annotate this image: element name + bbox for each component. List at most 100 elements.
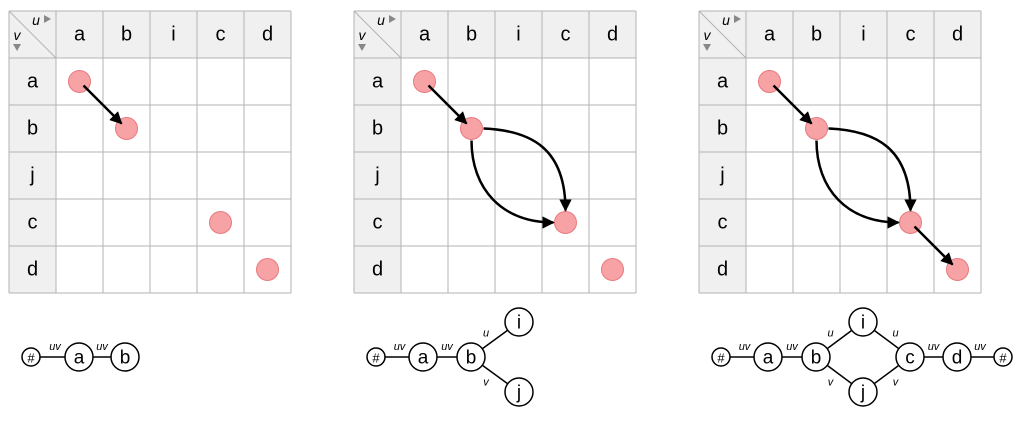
edge-label: v bbox=[828, 377, 835, 389]
edge-label: v bbox=[893, 377, 900, 389]
graph-node-label: j bbox=[516, 383, 521, 404]
row-header-b: b bbox=[27, 118, 38, 140]
graph-node-label: j bbox=[860, 383, 865, 404]
graph-node-label: # bbox=[27, 351, 35, 366]
graph-edge bbox=[481, 364, 509, 385]
graph-node-label: # bbox=[999, 351, 1007, 366]
row-header-b: b bbox=[372, 118, 383, 140]
corner-v-label: v bbox=[359, 27, 367, 43]
col-header-c: c bbox=[561, 24, 571, 46]
path-arrow bbox=[815, 140, 900, 229]
graph-node bbox=[753, 342, 783, 372]
col-header-a: a bbox=[74, 24, 86, 46]
graph-node-label: a bbox=[74, 348, 85, 369]
corner-diagonal bbox=[698, 10, 747, 59]
col-header-i: i bbox=[861, 24, 865, 46]
path-arrow bbox=[483, 127, 572, 212]
graph-node-label: a bbox=[418, 348, 429, 369]
graph-node bbox=[64, 342, 94, 372]
edge-label: uv bbox=[786, 341, 799, 353]
col-header-b: b bbox=[811, 24, 822, 46]
right-arrow-icon bbox=[44, 15, 51, 23]
corner-u-label: u bbox=[32, 12, 40, 28]
col-header-b: b bbox=[466, 24, 477, 46]
col-header-c: c bbox=[906, 24, 916, 46]
graph-node bbox=[504, 377, 534, 407]
path-arrow bbox=[427, 84, 468, 125]
corner-u-label: u bbox=[722, 12, 730, 28]
graph-edge bbox=[481, 329, 509, 350]
graph-node bbox=[993, 347, 1013, 367]
corner-v-label: v bbox=[14, 27, 22, 43]
edge-label: uv bbox=[739, 341, 752, 353]
graph-node-label: d bbox=[952, 348, 963, 369]
graph-node bbox=[21, 347, 41, 367]
edge-label: u bbox=[827, 328, 833, 340]
row-header-j: j bbox=[374, 165, 379, 187]
graph-node bbox=[848, 377, 878, 407]
col-header-d: d bbox=[607, 24, 618, 46]
edge-label: v bbox=[483, 377, 490, 389]
graph-edge bbox=[826, 364, 853, 385]
graph-node-label: i bbox=[517, 313, 521, 334]
row-header-d: d bbox=[372, 259, 383, 281]
graph-node-label: # bbox=[372, 351, 380, 366]
row-header-d: d bbox=[27, 259, 38, 281]
col-header-d: d bbox=[262, 24, 273, 46]
path-arrow bbox=[913, 225, 954, 266]
path-arrow bbox=[82, 84, 123, 125]
path-arrow bbox=[828, 127, 917, 212]
down-arrow-icon bbox=[13, 44, 21, 51]
row-header-a: a bbox=[372, 71, 384, 93]
col-header-c: c bbox=[216, 24, 226, 46]
graph-edge bbox=[873, 364, 900, 385]
graph-node bbox=[110, 342, 140, 372]
graph-node-label: a bbox=[763, 348, 774, 369]
col-header-d: d bbox=[952, 24, 963, 46]
edge-label: uv bbox=[96, 341, 109, 353]
path-arrow bbox=[772, 84, 813, 125]
match-dot bbox=[601, 258, 624, 281]
row-header-j: j bbox=[719, 165, 724, 187]
graph-node-label: b bbox=[466, 348, 477, 369]
edge-label: uv bbox=[928, 341, 941, 353]
match-dot bbox=[209, 211, 232, 234]
match-dot bbox=[554, 211, 577, 234]
col-header-i: i bbox=[171, 24, 175, 46]
row-header-a: a bbox=[717, 71, 729, 93]
path-arrow bbox=[470, 140, 555, 229]
graph-node-label: b bbox=[811, 348, 822, 369]
graph-node bbox=[801, 342, 831, 372]
graph-node bbox=[848, 307, 878, 337]
right-arrow-icon bbox=[734, 15, 741, 23]
graph-edge bbox=[826, 329, 853, 350]
corner-v-label: v bbox=[704, 27, 712, 43]
row-header-c: c bbox=[373, 212, 383, 234]
graph-node-label: b bbox=[120, 348, 131, 369]
col-header-a: a bbox=[764, 24, 776, 46]
corner-diagonal bbox=[8, 10, 57, 59]
col-header-i: i bbox=[516, 24, 520, 46]
edge-label: u bbox=[483, 328, 489, 340]
graph-node bbox=[456, 342, 486, 372]
row-header-c: c bbox=[28, 212, 38, 234]
graph-node bbox=[711, 347, 731, 367]
down-arrow-icon bbox=[703, 44, 711, 51]
graph-node-label: # bbox=[717, 351, 725, 366]
edge-label: uv bbox=[441, 341, 454, 353]
down-arrow-icon bbox=[358, 44, 366, 51]
graph-node bbox=[408, 342, 438, 372]
edge-label: uv bbox=[974, 341, 987, 353]
graph-node-label: c bbox=[905, 348, 915, 369]
col-header-a: a bbox=[419, 24, 431, 46]
graph-node bbox=[895, 342, 925, 372]
right-arrow-icon bbox=[389, 15, 396, 23]
graph-node bbox=[366, 347, 386, 367]
